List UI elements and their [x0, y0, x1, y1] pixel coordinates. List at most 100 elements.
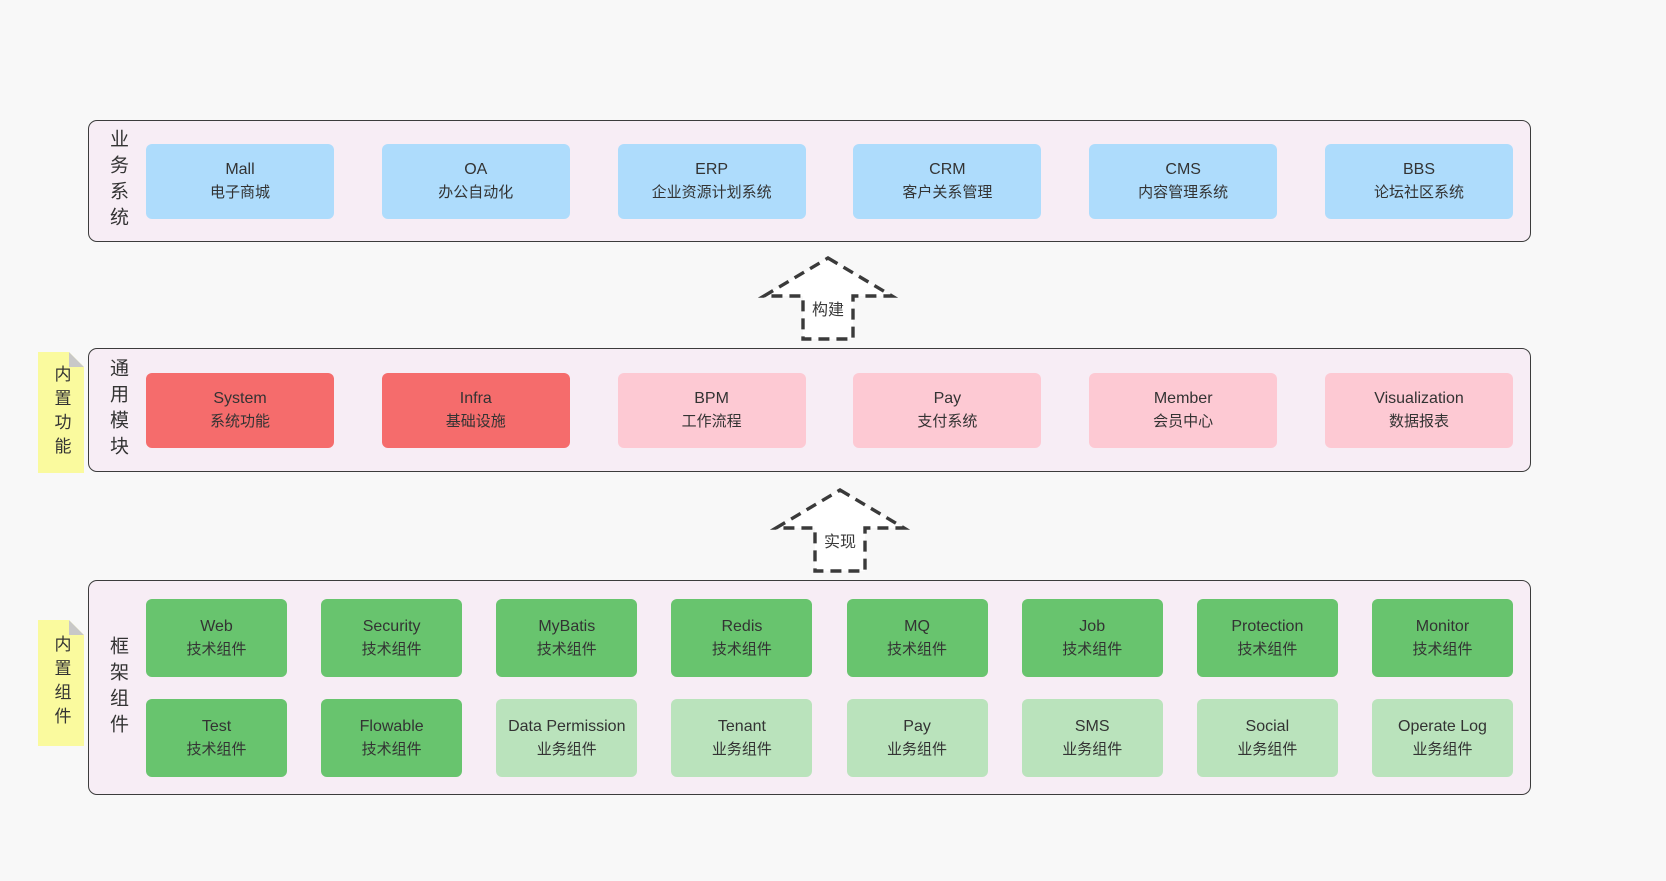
component-boxes: Web 技术组件 Security 技术组件 MyBatis 技术组件 Redi… — [146, 581, 1530, 794]
box-title: Social — [1245, 717, 1290, 735]
box-title: MQ — [904, 617, 930, 635]
box-subtitle: 内容管理系统 — [1138, 184, 1229, 201]
box-mall: Mall 电子商城 — [146, 143, 334, 219]
box-title: Infra — [459, 390, 492, 407]
sticky-note-builtin-components: 内置组件 — [38, 620, 84, 746]
box-bbs: BBS 论坛社区系统 — [1324, 143, 1513, 219]
box-subtitle: 会员中心 — [1153, 413, 1214, 430]
box-title: Flowable — [359, 717, 424, 735]
box-subtitle: 技术组件 — [887, 640, 948, 658]
box-subtitle: 技术组件 — [1237, 640, 1298, 658]
box-crm: CRM 客户关系管理 — [853, 143, 1042, 219]
folded-corner-icon — [69, 620, 84, 635]
box-title: Web — [200, 617, 233, 635]
box-subtitle: 技术组件 — [711, 640, 772, 658]
box-mq: MQ 技术组件 — [846, 598, 988, 677]
box-visualization: Visualization 数据报表 — [1324, 372, 1513, 448]
box-mybatis: MyBatis 技术组件 — [496, 598, 638, 677]
arrow-build: 构建 — [758, 255, 898, 343]
box-security: Security 技术组件 — [321, 598, 463, 677]
box-title: Job — [1079, 617, 1106, 635]
box-title: SMS — [1074, 717, 1110, 735]
module-boxes: System 系统功能 Infra 基础设施 BPM 工作流程 Pay 支付系统… — [146, 349, 1530, 471]
box-data-permission: Data Permission 业务组件 — [496, 698, 638, 777]
business-boxes: Mall 电子商城 OA 办公自动化 ERP 企业资源计划系统 CRM 客户关系… — [146, 121, 1530, 241]
box-title: Redis — [721, 617, 763, 635]
box-subtitle: 办公自动化 — [438, 184, 514, 201]
box-title: ERP — [695, 161, 729, 178]
box-subtitle: 业务组件 — [1237, 740, 1298, 758]
box-title: Data Permission — [508, 717, 626, 735]
box-title: CRM — [929, 161, 966, 178]
box-subtitle: 业务组件 — [887, 740, 948, 758]
box-subtitle: 企业资源计划系统 — [651, 184, 772, 201]
box-subtitle: 支付系统 — [917, 413, 978, 430]
box-subtitle: 技术组件 — [186, 640, 247, 658]
band-business-label: 业务系统 — [107, 129, 128, 233]
box-flowable: Flowable 技术组件 — [321, 698, 463, 777]
arrow-up-icon: 实现 — [770, 488, 910, 573]
box-subtitle: 系统功能 — [209, 413, 270, 430]
box-title: Security — [362, 617, 421, 635]
box-title: Operate Log — [1398, 717, 1487, 735]
box-pay-component: Pay 业务组件 — [846, 698, 988, 777]
box-title: Member — [1153, 390, 1213, 407]
box-subtitle: 数据报表 — [1388, 413, 1449, 430]
box-system: System 系统功能 — [146, 372, 334, 448]
box-cms: CMS 内容管理系统 — [1089, 143, 1278, 219]
box-subtitle: 业务组件 — [1062, 740, 1123, 758]
box-test: Test 技术组件 — [146, 698, 287, 777]
box-subtitle: 技术组件 — [361, 640, 422, 658]
box-pay-module: Pay 支付系统 — [853, 372, 1042, 448]
box-tenant: Tenant 业务组件 — [671, 698, 813, 777]
box-title: BBS — [1402, 161, 1435, 178]
box-title: MyBatis — [538, 617, 596, 635]
box-erp: ERP 企业资源计划系统 — [617, 143, 806, 219]
component-row-1: Web 技术组件 Security 技术组件 MyBatis 技术组件 Redi… — [146, 598, 1513, 677]
box-redis: Redis 技术组件 — [671, 598, 813, 677]
box-member: Member 会员中心 — [1089, 372, 1278, 448]
box-title: Pay — [933, 390, 962, 407]
box-title: Tenant — [717, 717, 766, 735]
box-subtitle: 业务组件 — [1412, 740, 1473, 758]
arrow-implement: 实现 — [770, 487, 910, 575]
box-subtitle: 电子商城 — [209, 184, 270, 201]
box-subtitle: 技术组件 — [1412, 640, 1473, 658]
box-operate-log: Operate Log 业务组件 — [1371, 698, 1513, 777]
box-subtitle: 业务组件 — [711, 740, 772, 758]
band-framework-components: 框架组件 Web 技术组件 Security 技术组件 MyBatis 技术组件… — [88, 580, 1531, 795]
box-subtitle: 工作流程 — [681, 413, 742, 430]
sticky-note-builtin-features: 内置功能 — [38, 352, 84, 473]
box-subtitle: 基础设施 — [445, 413, 506, 430]
box-title: BPM — [694, 390, 729, 407]
box-subtitle: 技术组件 — [536, 640, 597, 658]
arrow-implement-label: 实现 — [824, 533, 856, 551]
band-common-modules: 通用模块 System 系统功能 Infra 基础设施 BPM 工作流程 Pay… — [88, 348, 1531, 472]
band-business-systems: 业务系统 Mall 电子商城 OA 办公自动化 ERP 企业资源计划系统 CRM… — [88, 120, 1531, 242]
band-modules-label: 通用模块 — [107, 358, 128, 462]
box-monitor: Monitor 技术组件 — [1371, 598, 1513, 677]
box-title: Visualization — [1374, 390, 1464, 407]
sticky-note-label: 内置组件 — [51, 635, 71, 731]
box-title: Monitor — [1415, 617, 1470, 635]
box-subtitle: 技术组件 — [361, 740, 422, 758]
sticky-note-label: 内置功能 — [51, 364, 71, 461]
box-subtitle: 客户关系管理 — [902, 184, 993, 201]
arrow-up-icon: 构建 — [758, 256, 898, 341]
box-oa: OA 办公自动化 — [381, 143, 570, 219]
box-web: Web 技术组件 — [146, 598, 287, 677]
arrow-build-label: 构建 — [812, 301, 844, 319]
folded-corner-icon — [69, 352, 84, 367]
box-subtitle: 技术组件 — [186, 740, 247, 758]
box-job: Job 技术组件 — [1021, 598, 1163, 677]
box-title: Pay — [903, 717, 931, 735]
box-subtitle: 论坛社区系统 — [1373, 184, 1464, 201]
box-protection: Protection 技术组件 — [1196, 598, 1338, 677]
box-title: Mall — [225, 161, 255, 178]
box-title: Test — [201, 717, 232, 735]
box-social: Social 业务组件 — [1196, 698, 1338, 777]
box-bpm: BPM 工作流程 — [617, 372, 806, 448]
box-title: System — [213, 390, 267, 407]
box-title: CMS — [1165, 161, 1201, 178]
